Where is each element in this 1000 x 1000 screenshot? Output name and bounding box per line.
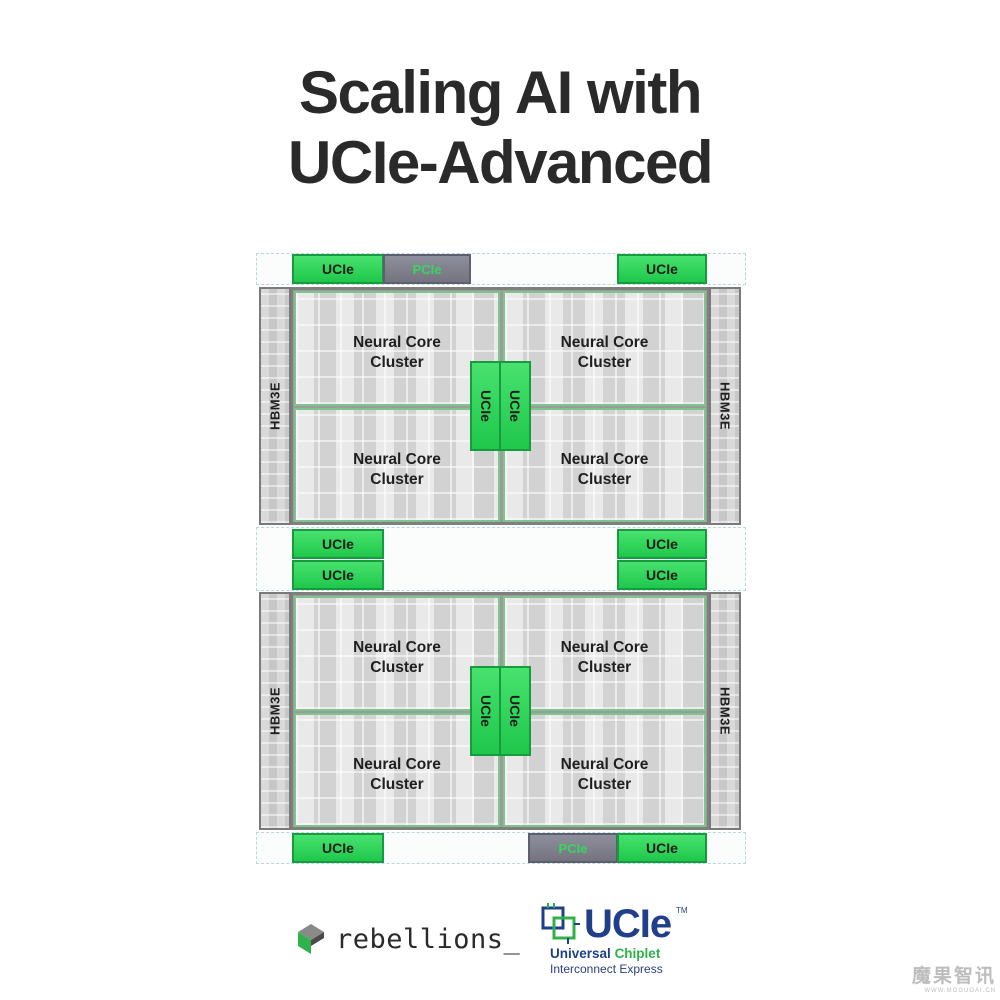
core-label-line-2: Cluster	[577, 659, 632, 676]
ucie-d2d-interface: UCIe	[470, 361, 502, 451]
hbm3e-stack-left-bottom: HBM3E	[259, 592, 291, 830]
neural-core-cluster: Neural Core Cluster	[294, 408, 500, 522]
ucie-wordmark: UCIe	[584, 902, 672, 946]
ucie-d2d-interface: UCIe	[499, 361, 531, 451]
ucie-label: UCIe	[478, 695, 494, 727]
neural-core-cluster: Neural Core Cluster	[294, 713, 500, 827]
ucie-edge-interface: UCIe	[292, 560, 384, 590]
ucie-label: UCIe	[646, 536, 678, 552]
ucie-label: UCIe	[322, 840, 354, 856]
pcie-interface: PCIe	[528, 833, 618, 863]
neural-core-cluster: Neural Core Cluster	[503, 596, 706, 711]
ucie-edge-interface: UCIe	[292, 833, 384, 863]
hbm3e-stack-right-bottom: HBM3E	[709, 592, 741, 830]
rebellions-cube-icon	[298, 924, 324, 954]
ucie-label: UCIe	[646, 840, 678, 856]
core-label: Neural Core Cluster	[505, 755, 704, 795]
rebellions-logo: rebellions_	[296, 918, 526, 962]
core-label-line-1: Neural Core	[353, 756, 441, 773]
pcie-interface: PCIe	[383, 254, 471, 284]
neural-core-cluster: Neural Core Cluster	[503, 291, 706, 406]
core-label-line-2: Cluster	[370, 659, 424, 676]
core-label-line-1: Neural Core	[353, 639, 441, 656]
pcie-label: PCIe	[558, 840, 588, 856]
watermark: 魔果智讯 WWW.MOGUOAI.CN	[878, 966, 996, 998]
ucie-d2d-interface: UCIe	[499, 666, 531, 756]
core-label-line-1: Neural Core	[560, 451, 649, 468]
core-label-line-1: Neural Core	[560, 334, 649, 351]
core-label: Neural Core Cluster	[296, 638, 498, 678]
core-label-line-2: Cluster	[370, 776, 424, 793]
core-label-line-1: Neural Core	[560, 756, 649, 773]
core-label-line-2: Cluster	[577, 471, 632, 488]
ucie-consortium-logo: UCIe TM Universal Chiplet Interconnect E…	[538, 900, 698, 982]
pcie-label: PCIe	[412, 261, 442, 277]
neural-core-cluster: Neural Core Cluster	[294, 291, 500, 406]
core-label-line-1: Neural Core	[353, 451, 441, 468]
ucie-tagline: Universal Chiplet	[550, 946, 660, 962]
ucie-label: UCIe	[322, 536, 354, 552]
page-title: Scaling AI with UCIe-Advanced	[0, 58, 1000, 198]
watermark-url: WWW.MOGUOAI.CN	[924, 988, 996, 994]
ucie-label: UCIe	[507, 695, 523, 727]
core-label-line-2: Cluster	[370, 354, 424, 371]
ucie-edge-interface: UCIe	[617, 254, 707, 284]
ucie-label: UCIe	[507, 390, 523, 422]
core-label: Neural Core Cluster	[505, 333, 704, 373]
core-label: Neural Core Cluster	[296, 333, 498, 373]
hbm3e-stack-left-top: HBM3E	[259, 287, 291, 525]
core-label-line-2: Cluster	[577, 776, 632, 793]
ucie-edge-interface: UCIe	[292, 254, 384, 284]
core-label: Neural Core Cluster	[505, 450, 704, 490]
neural-core-cluster: Neural Core Cluster	[503, 408, 706, 522]
core-label: Neural Core Cluster	[505, 638, 704, 678]
hbm3e-label: HBM3E	[717, 686, 733, 736]
hbm3e-label: HBM3E	[267, 381, 283, 431]
core-label-line-2: Cluster	[577, 354, 632, 371]
core-label-line-1: Neural Core	[353, 334, 441, 351]
core-label-line-2: Cluster	[370, 471, 424, 488]
tagline-universal: Universal	[550, 946, 611, 961]
hbm3e-stack-right-top: HBM3E	[709, 287, 741, 525]
ucie-label: UCIe	[646, 567, 678, 583]
neural-core-cluster: Neural Core Cluster	[503, 713, 706, 827]
ucie-label: UCIe	[322, 567, 354, 583]
ucie-label: UCIe	[322, 261, 354, 277]
trademark-mark: TM	[676, 906, 688, 915]
core-label: Neural Core Cluster	[296, 755, 498, 795]
hbm3e-label: HBM3E	[267, 686, 283, 736]
ucie-d2d-interface: UCIe	[470, 666, 502, 756]
ucie-chiplet-icon	[541, 903, 580, 944]
core-label-line-1: Neural Core	[560, 639, 649, 656]
title-line-2: UCIe-Advanced	[288, 129, 713, 196]
watermark-text: 魔果智讯	[911, 966, 996, 987]
core-label: Neural Core Cluster	[296, 450, 498, 490]
ucie-label: UCIe	[646, 261, 678, 277]
ucie-edge-interface: UCIe	[617, 529, 707, 559]
ucie-edge-interface: UCIe	[292, 529, 384, 559]
tagline-chiplet: Chiplet	[614, 946, 661, 961]
rebellions-wordmark: rebellions_	[336, 924, 521, 955]
ucie-edge-interface: UCIe	[617, 560, 707, 590]
ucie-label: UCIe	[478, 390, 494, 422]
ucie-edge-interface: UCIe	[617, 833, 707, 863]
title-line-1: Scaling AI with	[299, 59, 702, 126]
ucie-tagline-2: Interconnect Express	[550, 962, 663, 976]
hbm3e-label: HBM3E	[717, 381, 733, 431]
neural-core-cluster: Neural Core Cluster	[294, 596, 500, 711]
